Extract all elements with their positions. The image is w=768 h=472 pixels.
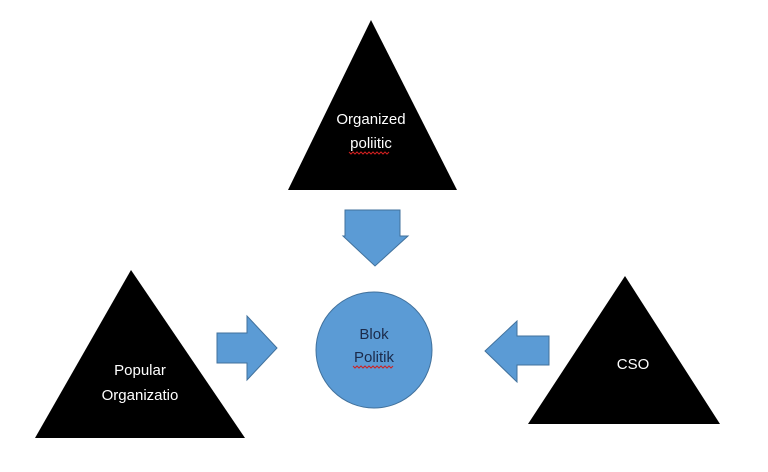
node-center-line2: Politik	[354, 349, 395, 366]
node-cso: CSO	[528, 276, 720, 424]
circle-center	[315, 291, 433, 409]
triangle-left	[35, 270, 245, 438]
spellcheck-underline	[352, 365, 394, 369]
node-left-line1: Popular	[114, 362, 166, 379]
node-organized-politic: Organized poliitic	[288, 20, 457, 190]
node-right-line1: CSO	[617, 356, 650, 373]
node-left-line2: Organizatio	[102, 387, 179, 404]
node-top-line1: Organized	[336, 111, 405, 128]
arrow-left	[484, 319, 550, 384]
node-popular-organization: Popular Organizatio	[35, 270, 245, 438]
node-blok-politik: Blok Politik	[315, 291, 433, 409]
arrow-right	[216, 314, 278, 382]
triangle-right	[528, 276, 720, 424]
arrow-down	[341, 209, 410, 267]
node-center-line1: Blok	[359, 326, 389, 343]
node-top-line2: poliitic	[350, 135, 392, 152]
triangle-top	[288, 20, 457, 190]
spellcheck-underline	[348, 151, 390, 155]
